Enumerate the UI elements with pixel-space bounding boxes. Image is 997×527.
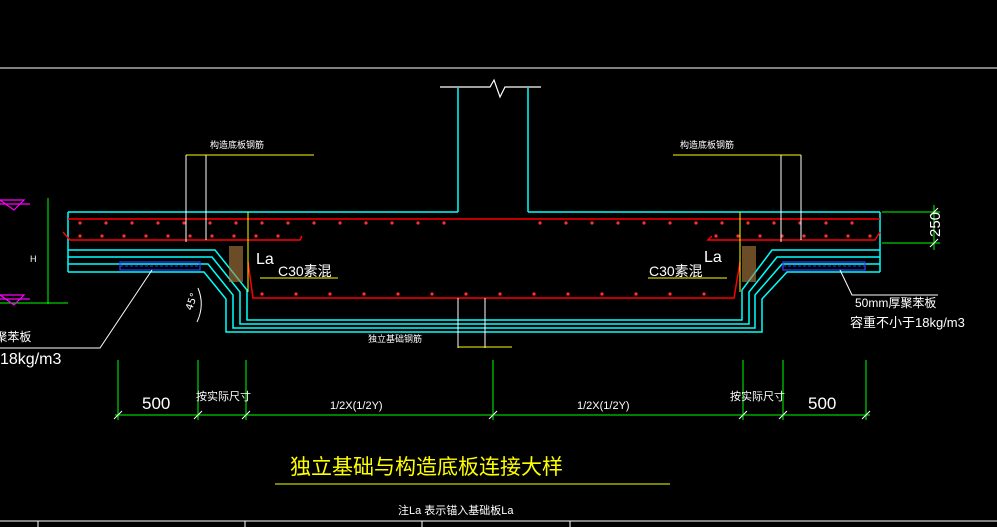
rebar-dot bbox=[100, 234, 104, 238]
rebar-dot bbox=[260, 221, 264, 225]
rebar-dot bbox=[78, 234, 82, 238]
rebar-dot bbox=[260, 292, 264, 296]
rebar-dot bbox=[328, 292, 332, 296]
eps-board-left bbox=[119, 261, 201, 271]
rebar-dot bbox=[498, 292, 502, 296]
rebar-dot bbox=[702, 292, 706, 296]
rebar-dot bbox=[78, 221, 82, 225]
rebar-dot bbox=[232, 234, 236, 238]
rebar-dot bbox=[590, 221, 594, 225]
dim-right-actual: 按实际尺寸 bbox=[730, 389, 785, 403]
rebar-dot bbox=[416, 221, 420, 225]
right-concrete-label: C30素混 bbox=[649, 263, 703, 279]
rebar-dot bbox=[868, 234, 872, 238]
footing-rebar-label: 独立基础钢筋 bbox=[368, 333, 422, 344]
rebar-dot bbox=[564, 221, 568, 225]
rebar-dot bbox=[464, 292, 468, 296]
rebar-dot bbox=[286, 221, 290, 225]
rebar-dot bbox=[122, 234, 126, 238]
note-leaders bbox=[0, 269, 938, 349]
rebar-dots bbox=[78, 221, 872, 296]
angle-label: 45° bbox=[184, 292, 200, 312]
rebar-dot bbox=[390, 221, 394, 225]
rebar-dot bbox=[208, 221, 212, 225]
rebar-dot bbox=[634, 292, 638, 296]
rebar-dot bbox=[802, 234, 806, 238]
rebar-dot bbox=[532, 292, 536, 296]
left-board-note-1: 50mm厚聚苯板 bbox=[0, 330, 31, 344]
rebar-dot bbox=[772, 221, 776, 225]
rebar-dot bbox=[312, 221, 316, 225]
right-board-note-1: 50mm厚聚苯板 bbox=[855, 296, 936, 310]
rebar-dot bbox=[294, 292, 298, 296]
rebar-lines bbox=[62, 218, 881, 299]
level-symbols bbox=[0, 199, 30, 306]
right-slab-rebar-label: 构造底板钢筋 bbox=[680, 139, 734, 150]
rebar-dot bbox=[130, 221, 134, 225]
rebar-dot bbox=[156, 221, 160, 225]
rebar-dot bbox=[694, 221, 698, 225]
anchor-lines bbox=[185, 155, 802, 348]
rebar-dot bbox=[850, 221, 854, 225]
rebar-dot bbox=[234, 221, 238, 225]
rebar-dot bbox=[846, 234, 850, 238]
rebar-dot bbox=[362, 292, 366, 296]
drawing-title: 独立基础与构造底板连接大样 bbox=[290, 456, 563, 479]
rebar-dot bbox=[616, 221, 620, 225]
rebar-dot bbox=[396, 292, 400, 296]
rebar-dot bbox=[254, 234, 258, 238]
rebar-dot bbox=[642, 221, 646, 225]
rebar-dot bbox=[600, 292, 604, 296]
dim-left-actual: 按实际尺寸 bbox=[196, 389, 251, 403]
rebar-dot bbox=[276, 234, 280, 238]
rebar-dot bbox=[104, 221, 108, 225]
dim-right-outer: 500 bbox=[808, 394, 836, 413]
left-anchor-label: La bbox=[256, 251, 274, 268]
rebar-dot bbox=[824, 221, 828, 225]
rebar-dot bbox=[668, 221, 672, 225]
rebar-dot bbox=[338, 221, 342, 225]
rebar-dot bbox=[188, 234, 192, 238]
rebar-dot bbox=[758, 234, 762, 238]
left-slab-rebar-label: 构造底板钢筋 bbox=[210, 139, 264, 150]
rebar-dot bbox=[364, 221, 368, 225]
drawing-frame bbox=[0, 67, 997, 527]
right-board-note-2: 容重不小于18kg/m3 bbox=[850, 315, 965, 330]
slab-outline bbox=[67, 211, 881, 333]
rebar-dot bbox=[746, 221, 750, 225]
left-concrete-label: C30素混 bbox=[278, 263, 332, 279]
height-label: H bbox=[30, 254, 37, 264]
drawing-text: 构造底板钢筋 构造底板钢筋 La La C30素混 C30素混 独立基础钢筋 5… bbox=[0, 139, 965, 517]
rebar-dot bbox=[736, 234, 740, 238]
concrete-hatch bbox=[229, 246, 756, 282]
rebar-dot bbox=[430, 292, 434, 296]
break-line-symbol bbox=[440, 78, 541, 99]
dim-right-half: 1/2X(1/2Y) bbox=[577, 400, 630, 412]
rebar-dot bbox=[720, 221, 724, 225]
rebar-dot bbox=[442, 221, 446, 225]
right-anchor-label: La bbox=[704, 249, 722, 266]
drawing-note: 注La 表示锚入基础板La bbox=[398, 503, 514, 517]
dim-left-outer: 500 bbox=[142, 394, 170, 413]
dimension-lines bbox=[0, 198, 940, 420]
rebar-dot bbox=[144, 234, 148, 238]
rebar-dot bbox=[824, 234, 828, 238]
leader-lines bbox=[186, 154, 801, 485]
column-outline bbox=[457, 88, 529, 212]
eps-board-right bbox=[782, 261, 866, 271]
left-board-note-2: 18kg/m3 bbox=[0, 351, 61, 368]
rebar-dot bbox=[182, 221, 186, 225]
rebar-dot bbox=[538, 221, 542, 225]
rebar-dot bbox=[714, 234, 718, 238]
dimension-ticks bbox=[113, 207, 939, 420]
dim-left-half: 1/2X(1/2Y) bbox=[330, 400, 383, 412]
rebar-dot bbox=[668, 292, 672, 296]
rebar-dot bbox=[210, 234, 214, 238]
thickness-dimension: 250 bbox=[927, 212, 944, 237]
rebar-dot bbox=[166, 234, 170, 238]
rebar-dot bbox=[566, 292, 570, 296]
